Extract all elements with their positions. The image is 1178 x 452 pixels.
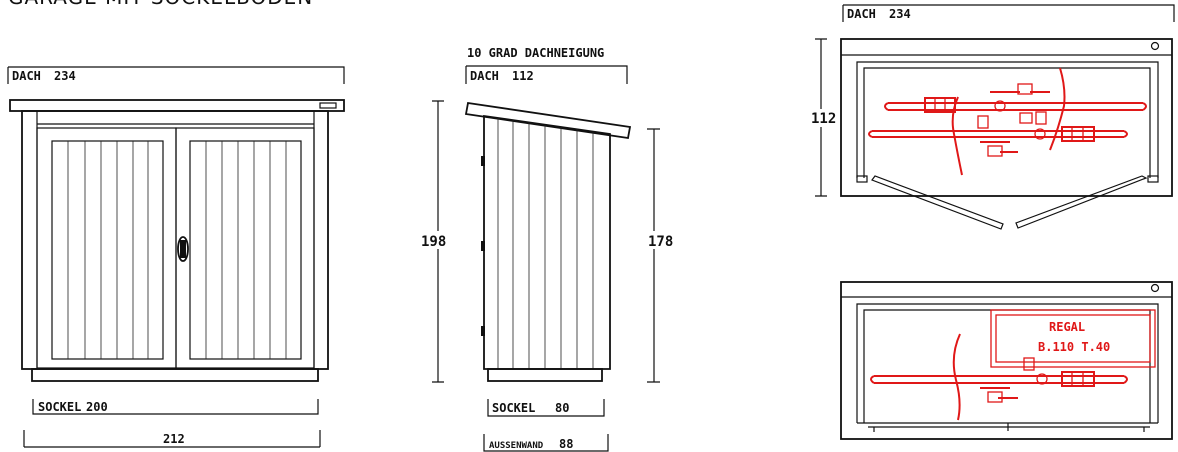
- front-sockel-label: SOCKEL: [38, 400, 81, 414]
- bicycle-icon: [870, 333, 1128, 421]
- bicycle-icon: [868, 96, 1128, 176]
- shelf: REGAL B.110 T.40: [990, 309, 1156, 368]
- top-dach-value: 234: [889, 7, 911, 21]
- front-dach-value: 234: [54, 69, 76, 83]
- height-178-bracket: [647, 128, 660, 383]
- side-sockel: [487, 368, 603, 382]
- door-left-open: [871, 175, 1004, 230]
- side-wall: [483, 114, 611, 370]
- front-roof: [9, 99, 345, 112]
- slope-label: 10 GRAD DACHNEIGUNG: [467, 46, 604, 60]
- side-view: 10 GRAD DACHNEIGUNG DACH 112 198 178 SOC…: [419, 46, 676, 452]
- left-door: [36, 127, 177, 369]
- door-right-open: [1015, 175, 1148, 229]
- side-roof: [464, 101, 632, 140]
- door-handle-icon: [177, 236, 189, 262]
- front-dach-bracket: [7, 66, 345, 84]
- shelf-dimensions: B.110 T.40: [1038, 340, 1110, 354]
- depth-value: 112: [811, 111, 836, 127]
- front-sockel-bracket: [32, 399, 319, 415]
- front-width-bracket: [23, 430, 321, 448]
- front-view: DACH 234: [7, 66, 345, 448]
- roof-gutter: [319, 102, 337, 109]
- top-view-shelf: REGAL B.110 T.40: [840, 281, 1173, 440]
- top-dach-bracket: [842, 4, 1175, 22]
- side-sockel-value: 80: [555, 401, 569, 415]
- front-sockel: [31, 368, 319, 382]
- right-door: [175, 127, 315, 369]
- height-front-value: 198: [421, 234, 446, 250]
- top2-outline: [840, 281, 1173, 440]
- top1-outline: [840, 38, 1173, 197]
- top-view-bikes: DACH 234 112: [810, 4, 1175, 230]
- side-dach-label: DACH: [470, 69, 499, 83]
- side-dach-bracket: [465, 65, 628, 84]
- wall-label: AUSSENWAND: [489, 441, 544, 451]
- drawing-title: GARAGE MIT SOCKELBODEN: [8, 0, 313, 9]
- wall-bracket: [483, 434, 609, 452]
- top-dach-label: DACH: [847, 7, 876, 21]
- front-sockel-value: 200: [86, 400, 108, 414]
- wall-value: 88: [559, 437, 573, 451]
- side-dach-value: 112: [512, 69, 534, 83]
- front-width-value: 212: [163, 432, 185, 446]
- side-sockel-label: SOCKEL: [492, 401, 535, 415]
- front-dach-label: DACH: [12, 69, 41, 83]
- side-sockel-bracket: [487, 399, 605, 417]
- height-back-value: 178: [648, 234, 673, 250]
- shelf-label: REGAL: [1049, 320, 1085, 334]
